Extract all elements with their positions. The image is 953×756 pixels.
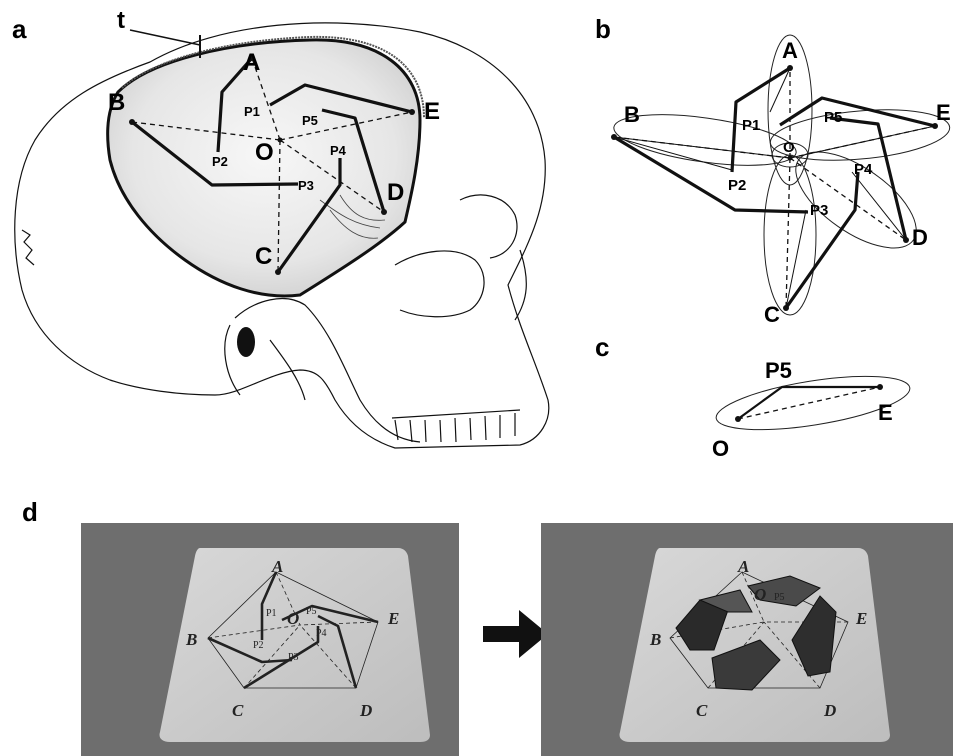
- panel-a-letter: a: [12, 14, 27, 44]
- label-dr-C: C: [696, 701, 708, 720]
- label-dr-O: O: [754, 585, 766, 604]
- skull-orbit: [460, 195, 517, 258]
- label-c-E: E: [878, 400, 893, 425]
- label-dl-D: D: [359, 701, 372, 720]
- label-dr-A: A: [737, 557, 749, 576]
- panel-d: d A B E C D O P1 P5 P4 P2 P3: [22, 497, 953, 756]
- label-a-P4: P4: [330, 143, 347, 158]
- panel-c-point-E: [877, 384, 883, 390]
- label-b-P5: P5: [824, 109, 842, 126]
- label-b-P1: P1: [742, 117, 760, 134]
- label-dl-P5: P5: [306, 606, 317, 617]
- panel-b-letter: b: [595, 14, 611, 44]
- panel-b: b: [595, 14, 952, 327]
- label-dr-D: D: [823, 701, 836, 720]
- label-dl-P4: P4: [316, 628, 327, 639]
- label-dl-B: B: [185, 630, 197, 649]
- panel-b-ellipses: [611, 35, 952, 315]
- label-a-C: C: [255, 243, 272, 270]
- label-a-P5: P5: [302, 113, 318, 128]
- mastoid: [225, 325, 305, 400]
- panel-c-point-O: [735, 416, 741, 422]
- label-a-B: B: [108, 89, 125, 116]
- label-a-D: D: [387, 179, 404, 206]
- label-dl-C: C: [232, 701, 244, 720]
- label-dl-O: O: [287, 609, 299, 628]
- panel-c: c P5 E O: [595, 332, 913, 461]
- label-a-P2: P2: [212, 154, 228, 169]
- label-b-D: D: [912, 225, 928, 250]
- label-dr-B: B: [649, 630, 661, 649]
- right-arrow-icon: [483, 610, 548, 658]
- panel-b-thin-lines: [614, 68, 935, 308]
- label-dr-P5: P5: [774, 592, 785, 603]
- skull-teeth: [392, 410, 520, 442]
- panel-a: a t: [12, 7, 549, 448]
- label-dl-P3: P3: [288, 652, 299, 663]
- label-a-A: A: [243, 49, 260, 76]
- skull-zygomatic: [395, 251, 484, 317]
- label-b-P3: P3: [810, 202, 828, 219]
- label-a-E: E: [424, 98, 440, 125]
- label-b-B: B: [624, 102, 640, 127]
- label-dr-E: E: [855, 609, 867, 628]
- skull-occipital: [22, 230, 34, 265]
- label-b-C: C: [764, 302, 780, 327]
- label-b-E: E: [936, 100, 951, 125]
- label-c-O: O: [712, 436, 729, 461]
- label-dl-E: E: [387, 609, 399, 628]
- panel-c-letter: c: [595, 332, 609, 362]
- label-b-A: A: [782, 38, 798, 63]
- panel-b-radials: [614, 68, 935, 308]
- label-dl-P1: P1: [266, 608, 277, 619]
- label-a-P3: P3: [298, 178, 314, 193]
- label-a-O: O: [255, 139, 274, 166]
- label-c-P5: P5: [765, 358, 792, 383]
- thickness-leader: [130, 30, 200, 45]
- skull-jaw: [235, 299, 420, 442]
- label-t: t: [117, 7, 125, 34]
- ear-canal: [237, 327, 255, 357]
- label-a-P1: P1: [244, 104, 260, 119]
- skull-nose: [515, 250, 526, 320]
- label-b-P4: P4: [854, 161, 873, 178]
- panel-b-paths: [614, 68, 935, 308]
- label-dl-P2: P2: [253, 640, 264, 651]
- render-left-sheet: [159, 548, 430, 742]
- label-b-P2: P2: [728, 177, 746, 194]
- label-dl-A: A: [271, 557, 283, 576]
- label-b-O: O: [783, 139, 795, 156]
- panel-d-letter: d: [22, 497, 38, 527]
